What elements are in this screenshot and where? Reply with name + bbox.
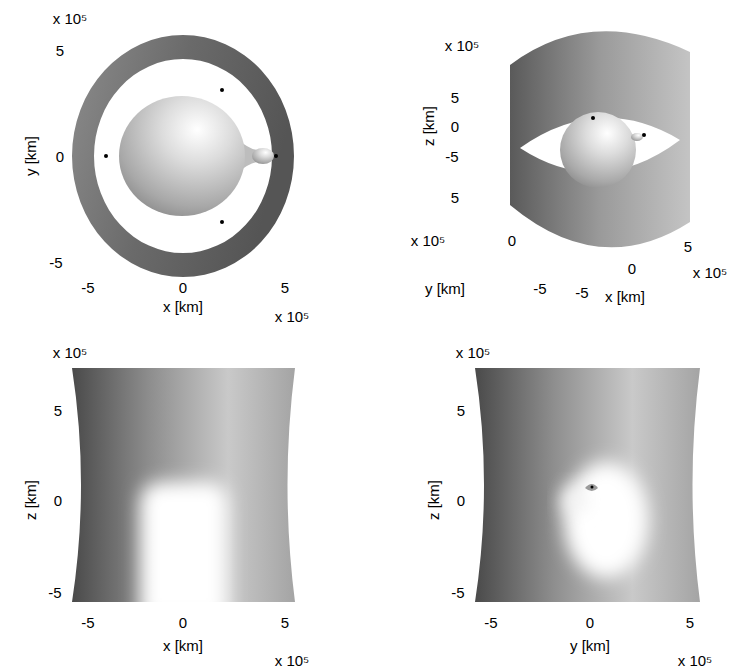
- outer-band-surface: [510, 31, 690, 247]
- secondary-lobe: [631, 133, 643, 141]
- exponent-label: x 10⁵: [275, 309, 310, 324]
- tick-label: 5: [457, 403, 465, 418]
- tick-label: -5: [81, 615, 94, 630]
- exponent-label: x 10⁵: [53, 11, 88, 26]
- tick-label: 0: [451, 119, 459, 134]
- tick-label: 0: [628, 261, 636, 276]
- tick-label: -5: [81, 280, 94, 295]
- primary-lobe: [560, 112, 636, 188]
- exponent-label: x 10⁵: [678, 653, 713, 668]
- outer-wall-surface: [475, 368, 700, 602]
- tick-label: 5: [684, 239, 692, 254]
- outer-ring-surface: [72, 35, 294, 277]
- tick-label: 5: [56, 43, 64, 58]
- tick-label: 5: [281, 280, 289, 295]
- lagrange-point: [591, 116, 595, 120]
- exponent-label: x 10⁵: [693, 265, 728, 280]
- lagrange-point: [274, 154, 278, 158]
- lagrange-point: [591, 486, 594, 489]
- tick-label: 0: [508, 233, 516, 248]
- primary-lobe: [119, 96, 245, 216]
- exponent-label: x 10⁵: [275, 653, 310, 668]
- tick-label: -5: [445, 149, 458, 164]
- tick-label: 5: [451, 90, 459, 105]
- axis-title: x [km]: [163, 299, 203, 314]
- lagrange-point: [220, 220, 224, 224]
- tick-label: 5: [451, 190, 459, 205]
- axis-title: z [km]: [426, 480, 441, 520]
- tick-label: 0: [586, 615, 594, 630]
- tick-label: 5: [686, 615, 694, 630]
- tick-label: -5: [484, 615, 497, 630]
- tick-label: 0: [457, 493, 465, 508]
- lobe-highlight: [561, 462, 648, 578]
- axis-title: z [km]: [23, 480, 38, 520]
- secondary-lobe: [252, 148, 274, 164]
- tick-label: -5: [533, 281, 546, 296]
- tick-label: -5: [575, 285, 588, 300]
- exponent-label: x 10⁵: [445, 38, 480, 53]
- axis-title: x [km]: [163, 638, 203, 653]
- exponent-label: x 10⁵: [456, 345, 491, 360]
- secondary-lobe: [585, 484, 598, 491]
- exponent-label: x 10⁵: [411, 233, 446, 248]
- axis-title: z [km]: [421, 106, 436, 146]
- tick-label: 0: [179, 615, 187, 630]
- lobe-highlight: [140, 482, 228, 620]
- lagrange-point: [104, 154, 108, 158]
- tick-label: 5: [281, 615, 289, 630]
- lagrange-point: [220, 88, 224, 92]
- tick-label: 0: [179, 280, 187, 295]
- tick-label: -5: [48, 585, 61, 600]
- exponent-label: x 10⁵: [53, 345, 88, 360]
- axis-title: y [km]: [570, 638, 610, 653]
- tick-label: 0: [54, 493, 62, 508]
- tick-label: -5: [451, 585, 464, 600]
- axis-title: x [km]: [605, 289, 645, 304]
- tick-label: 0: [56, 149, 64, 164]
- axis-title: y [km]: [425, 281, 465, 296]
- tick-label: 5: [54, 403, 62, 418]
- axis-title: y [km]: [23, 136, 38, 176]
- tick-label: -5: [49, 255, 62, 270]
- lagrange-point: [642, 133, 646, 137]
